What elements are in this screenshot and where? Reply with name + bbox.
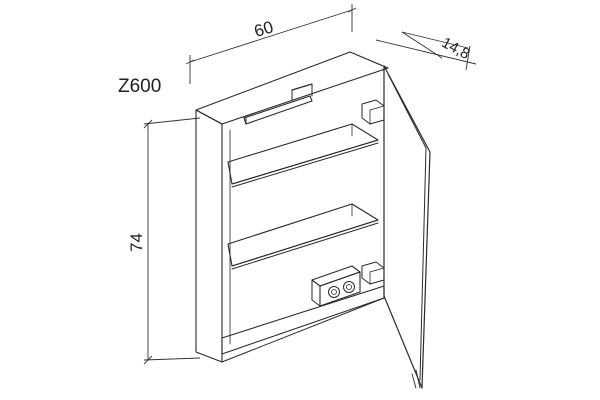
cabinet-body (195, 51, 389, 363)
width-label: 60 (252, 17, 276, 41)
depth-dimension (375, 31, 477, 71)
mirror-door (383, 65, 431, 389)
power-socket-box (311, 265, 361, 307)
led-light-bar (243, 83, 313, 125)
door-hinge-bottom (361, 261, 385, 285)
height-label: 74 (127, 233, 146, 252)
width-dimension (185, 4, 357, 84)
depth-label: 14,8 (439, 34, 473, 63)
model-label: Z600 (118, 76, 161, 97)
door-hinge-top (361, 99, 385, 125)
glass-shelf-lower (227, 203, 379, 270)
glass-shelf-upper (227, 123, 379, 188)
height-dimension (143, 117, 201, 365)
